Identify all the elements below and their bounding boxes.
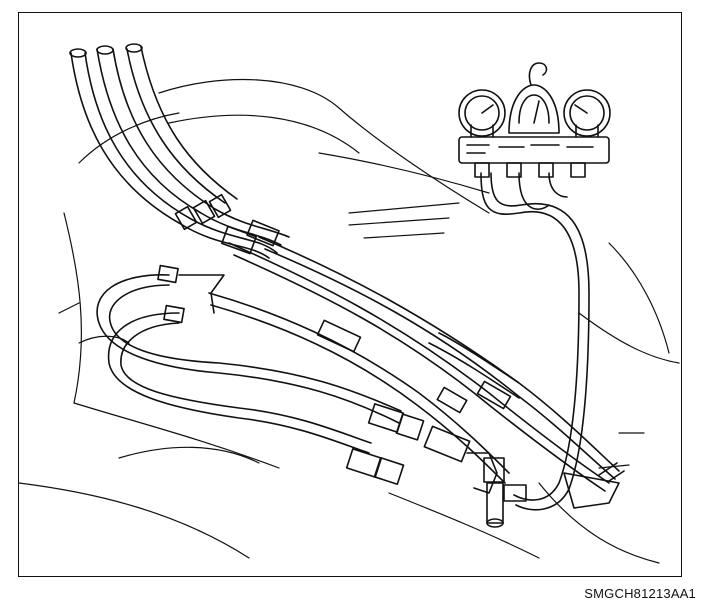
line-drawing <box>19 43 680 564</box>
illustration-frame <box>18 12 682 577</box>
hose-bundle <box>208 219 625 509</box>
refrigerant-lines <box>69 43 290 259</box>
service-hose-loops <box>96 264 402 454</box>
figure-code: SMGCH81213AA1 <box>584 586 696 601</box>
gauge-hose <box>480 172 590 511</box>
hose-couplers <box>345 403 527 528</box>
manifold-gauge-set <box>458 62 611 178</box>
